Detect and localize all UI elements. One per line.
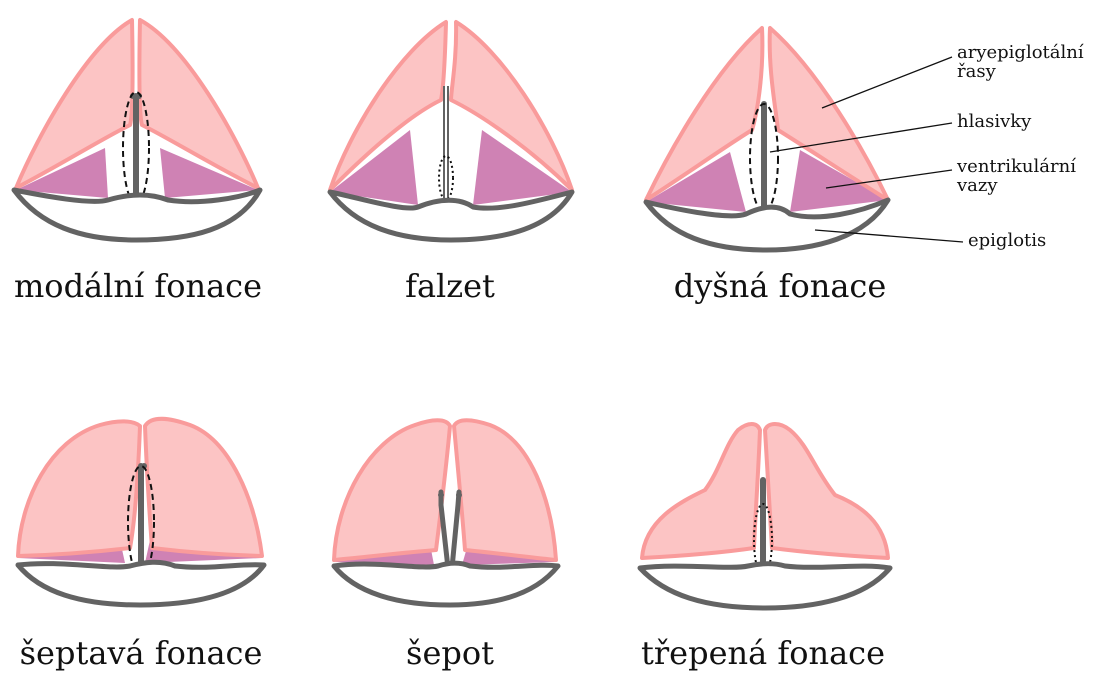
label-aryepiglottic-folds: aryepiglotální řasy [957, 44, 1084, 82]
epiglottis [640, 564, 890, 608]
vocal-folds [441, 492, 448, 568]
label-vocal-folds: hlasivky [957, 113, 1031, 132]
epiglottis [330, 192, 572, 240]
glottis-opening [439, 156, 453, 200]
label-ventricular-line2: vazy [957, 177, 1076, 196]
leader-aryepiglottic [822, 57, 952, 108]
larynx-creaky-phonation [640, 424, 890, 608]
label-ventricular-bands: ventrikulární vazy [957, 158, 1076, 196]
aryepiglottic-fold-right [765, 424, 888, 558]
larynx-falsetto [330, 22, 572, 240]
aryepiglottic-fold-left [18, 421, 140, 556]
epiglottis [646, 200, 888, 250]
epiglottis [334, 563, 558, 605]
aryepiglottic-fold-right [139, 20, 258, 188]
aryepiglottic-fold-right [145, 419, 262, 556]
aryepiglottic-fold-left [334, 420, 450, 560]
epiglottis [14, 190, 260, 240]
caption-whispery-phonation: šeptavá fonace [20, 637, 263, 669]
caption-whisper: šepot [406, 637, 494, 669]
larynx-modal-phonation [14, 20, 260, 240]
aryepiglottic-fold-right [454, 420, 556, 560]
caption-modal-phonation: modální fonace [14, 270, 262, 302]
caption-breathy-phonation: dyšná fonace [674, 270, 887, 302]
label-aryepiglottic-line2: řasy [957, 63, 1084, 82]
aryepiglottic-fold-left [642, 424, 760, 558]
larynx-breathy-phonation [646, 28, 963, 250]
caption-creaky-phonation: třepená fonace [641, 637, 885, 669]
caption-falsetto: falzet [405, 270, 495, 302]
larynx-whisper [334, 420, 558, 605]
label-epiglottis: epiglotis [968, 232, 1046, 251]
larynx-whispery-phonation [18, 419, 264, 605]
epiglottis [18, 562, 264, 605]
